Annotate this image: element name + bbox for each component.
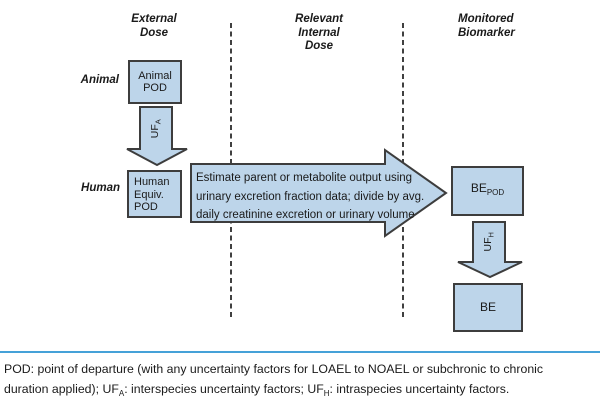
- be-pod-subscript: POD: [486, 188, 505, 198]
- column-header-monitored-biomarker: Monitored Biomarker: [458, 13, 548, 40]
- header-line: External: [131, 13, 177, 25]
- box-line: Human: [134, 176, 170, 188]
- box-line: POD: [143, 82, 167, 94]
- caption-subscript-h: H: [323, 389, 330, 398]
- uf-h-arrow-shape: [457, 221, 523, 279]
- header-line: Dose: [139, 26, 169, 39]
- uf-a-subscript: A: [153, 119, 163, 125]
- be-box: BE: [453, 283, 523, 332]
- header-line: Dose: [304, 40, 334, 52]
- uf-a-arrow: [126, 106, 188, 167]
- header-line: Relevant: [295, 13, 343, 25]
- caption-segment: POD: point of departure (with any uncert…: [4, 362, 544, 396]
- be-label: BE: [479, 300, 496, 315]
- column-header-external-dose: External Dose: [104, 13, 204, 40]
- row-label-human: Human: [81, 182, 120, 194]
- uf-h-subscript: H: [486, 232, 496, 238]
- uf-a-base: UF: [149, 124, 162, 139]
- be-pod-base: BE: [470, 181, 487, 196]
- process-text-line: Estimate parent or metabolite output usi…: [196, 172, 413, 184]
- process-arrow-shape: [190, 148, 448, 238]
- uf-h-base: UF: [482, 237, 495, 252]
- caption-divider-line: [0, 351, 600, 353]
- uf-h-arrow: [457, 221, 523, 279]
- uf-h-label: UFH: [473, 222, 505, 262]
- process-text-line: daily creatinine excretion or urinary vo…: [196, 209, 415, 222]
- header-line: Monitored: [458, 13, 514, 25]
- figure-caption: POD: point of departure (with any uncert…: [4, 359, 570, 400]
- header-line: Internal: [298, 26, 340, 39]
- process-arrow-text: Estimate parent or metabolite output usi…: [196, 169, 425, 225]
- animal-pod-box: Animal POD: [128, 60, 182, 104]
- be-pod-label: BEPOD: [471, 182, 504, 200]
- row-label-animal: Animal: [80, 74, 119, 86]
- box-line: Equiv.: [134, 188, 164, 201]
- process-arrow: [190, 148, 448, 238]
- header-line: Biomarker: [458, 26, 515, 39]
- column-header-relevant-internal-dose: Relevant Internal Dose: [269, 13, 369, 54]
- caption-segment: : intraspecies uncertainty factors.: [329, 382, 510, 396]
- uf-a-arrow-shape: [126, 106, 188, 167]
- human-equiv-pod-box: Human Equiv. POD: [127, 170, 182, 218]
- caption-subscript-a: A: [118, 389, 125, 398]
- uf-a-label: UFA: [140, 108, 172, 150]
- caption-segment: : interspecies uncertainty factors; UF: [124, 382, 324, 396]
- be-pod-box: BEPOD: [451, 166, 524, 216]
- box-line: Animal: [138, 69, 172, 82]
- box-line: POD: [134, 201, 158, 213]
- process-text-line: urinary excretion fraction data; divide …: [196, 190, 425, 203]
